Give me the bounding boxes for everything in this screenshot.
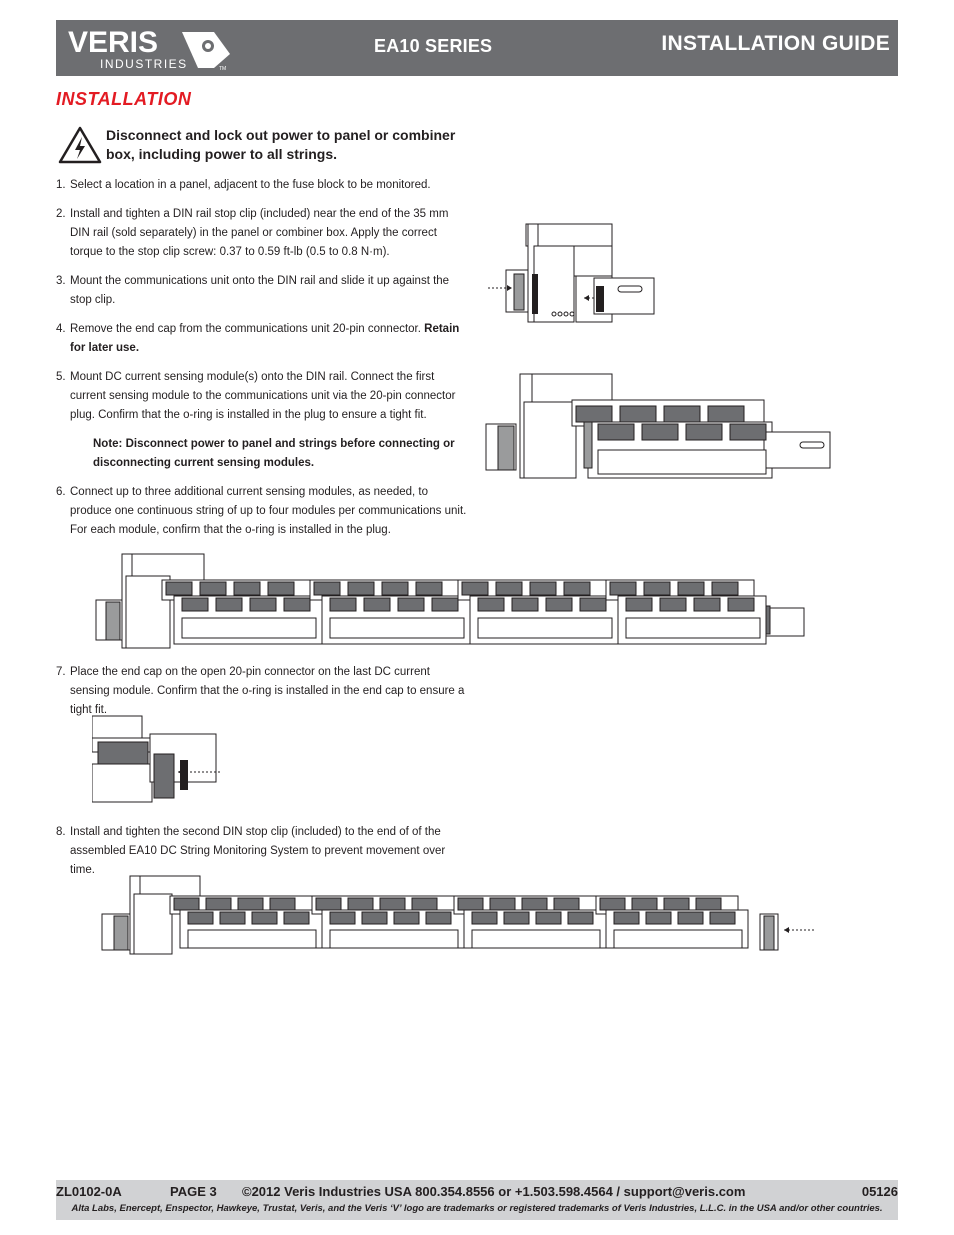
step-text: Connect up to three additional current s… bbox=[70, 486, 467, 536]
logo-sub-text: INDUSTRIES bbox=[100, 57, 188, 71]
step-emphasis: Retain for later use. bbox=[70, 323, 460, 354]
step-1: 1. Select a location in a panel, adjacen… bbox=[56, 176, 471, 195]
figure-first-module bbox=[485, 373, 831, 479]
step-number: 2. bbox=[56, 208, 66, 220]
page-number: PAGE 3 bbox=[170, 1184, 217, 1199]
figure-comms-unit-mount bbox=[488, 223, 655, 323]
step-number: 7. bbox=[56, 666, 66, 678]
step-number: 6. bbox=[56, 486, 66, 498]
figure-complete-system bbox=[101, 875, 816, 955]
steps-list: 1. Select a location in a panel, adjacen… bbox=[56, 176, 471, 540]
figure-end-cap bbox=[92, 715, 220, 803]
note-text: Note: Disconnect power to panel and stri… bbox=[93, 438, 455, 469]
warning-electric-icon bbox=[58, 126, 102, 164]
step-8: 8. Install and tighten the second DIN st… bbox=[56, 823, 471, 880]
page-header: VERIS INDUSTRIES TM EA10 SERIES INSTALLA… bbox=[56, 20, 898, 76]
step-2: 2. Install and tighten a DIN rail stop c… bbox=[56, 205, 471, 262]
step-text: Mount the communications unit onto the D… bbox=[70, 275, 450, 306]
veris-logo: VERIS INDUSTRIES TM bbox=[68, 26, 230, 72]
step-number: 3. bbox=[56, 275, 66, 287]
step-7-block: 7. Place the end cap on the open 20-pin … bbox=[56, 663, 471, 720]
step-6: 6. Connect up to three additional curren… bbox=[56, 483, 471, 540]
guide-title: INSTALLATION GUIDE bbox=[661, 32, 890, 55]
warning-text: Disconnect and lock out power to panel o… bbox=[106, 127, 456, 162]
step-text: Mount DC current sensing module(s) onto … bbox=[70, 371, 456, 421]
doc-id: ZL0102-0A bbox=[56, 1184, 122, 1199]
logo-tm: TM bbox=[219, 66, 226, 72]
step-text: Place the end cap on the open 20-pin con… bbox=[70, 666, 465, 716]
step-number: 8. bbox=[56, 826, 66, 838]
doc-code: 05126 bbox=[861, 1184, 898, 1199]
contact-info: ©2012 Veris Industries USA 800.354.8556 … bbox=[242, 1184, 746, 1199]
section-title: INSTALLATION bbox=[56, 89, 192, 109]
step-number: 1. bbox=[56, 179, 66, 191]
figure-four-module-string bbox=[95, 553, 805, 649]
step-text: Remove the end cap from the communicatio… bbox=[70, 323, 425, 335]
series-label: EA10 SERIES bbox=[374, 36, 493, 56]
step-5: 5. Mount DC current sensing module(s) on… bbox=[56, 368, 471, 425]
step-7: 7. Place the end cap on the open 20-pin … bbox=[56, 663, 471, 720]
step-3: 3. Mount the communications unit onto th… bbox=[56, 272, 471, 310]
step-number: 5. bbox=[56, 371, 66, 383]
step-number: 4. bbox=[56, 323, 66, 335]
logo-main-text: VERIS bbox=[68, 26, 158, 59]
trademark-notice: Alta Labs, Enercept, Enspector, Hawkeye,… bbox=[71, 1203, 883, 1214]
step-text: Select a location in a panel, adjacent t… bbox=[70, 179, 431, 191]
step-text: Install and tighten a DIN rail stop clip… bbox=[70, 208, 449, 258]
step-4: 4. Remove the end cap from the communica… bbox=[56, 320, 471, 358]
step-8-block: 8. Install and tighten the second DIN st… bbox=[56, 823, 471, 880]
step-text: Install and tighten the second DIN stop … bbox=[70, 826, 446, 876]
page-footer: ZL0102-0A PAGE 3 ©2012 Veris Industries … bbox=[56, 1180, 898, 1220]
